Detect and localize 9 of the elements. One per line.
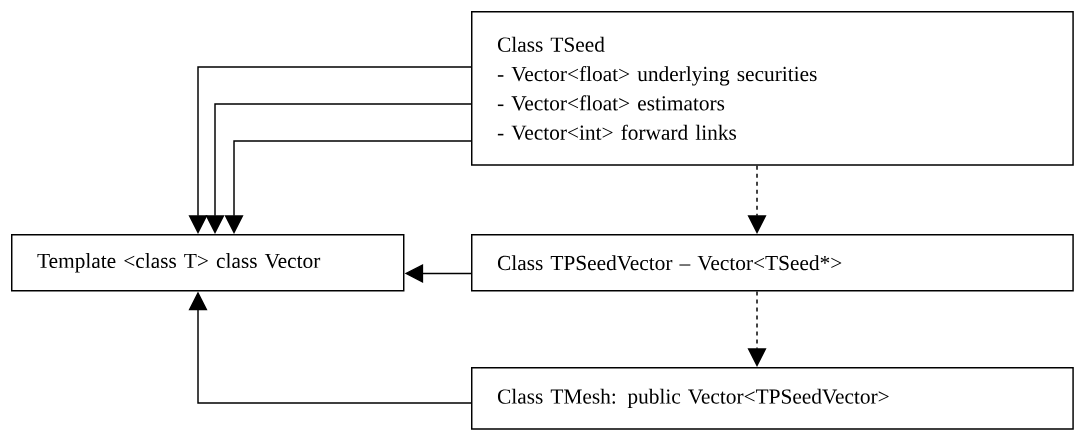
arrow: [188, 66, 472, 234]
arrow: [205, 103, 472, 234]
class-box: Class TMesh: public Vector<TPSeedVector>: [471, 367, 1074, 430]
arrow: [747, 290, 767, 367]
arrow: [747, 165, 767, 234]
class-box: Class TSeed - Vector<float> underlying securities - Vector<float> estimators - Vector<int> forward links: [471, 11, 1074, 166]
class-box: Class TPSeedVector – Vector<TSeed*>: [471, 234, 1074, 292]
arrow: [224, 140, 472, 234]
class-box: Template <class T> class Vector: [11, 234, 405, 292]
